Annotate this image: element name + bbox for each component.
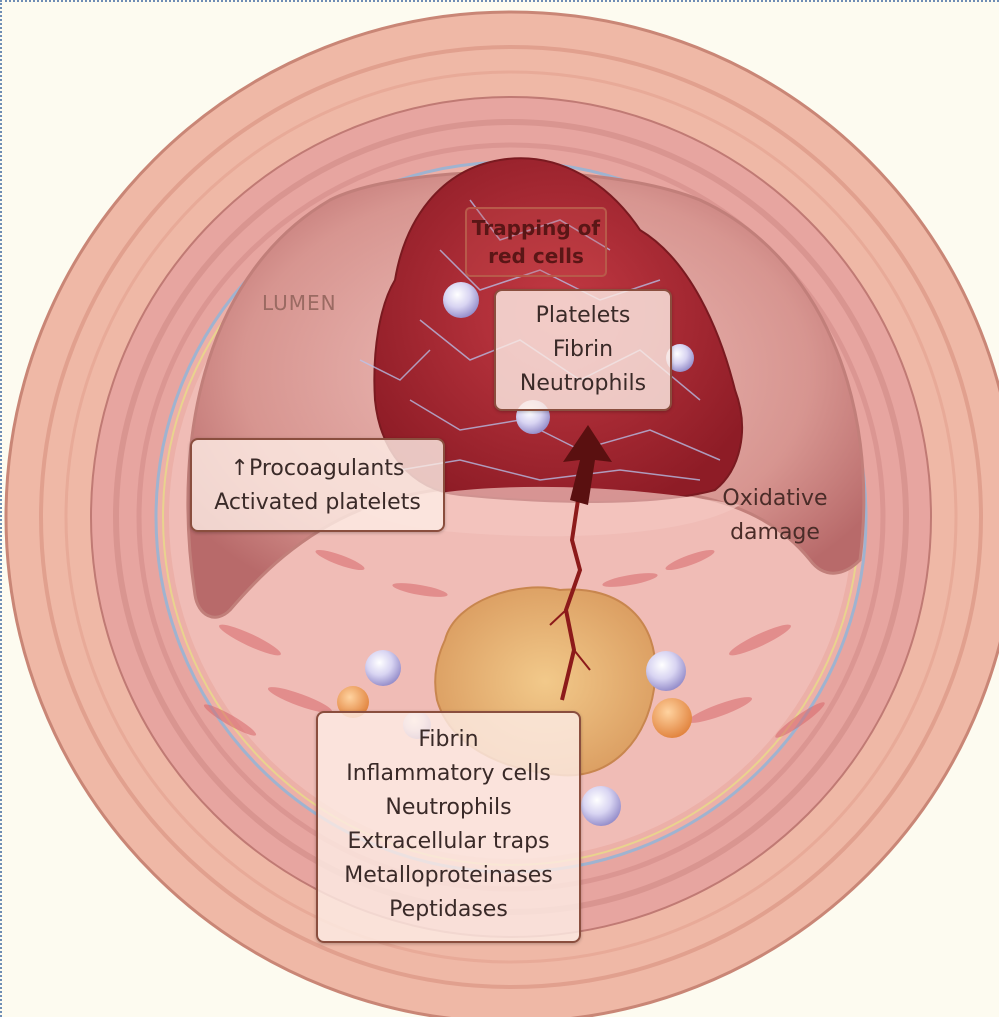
- plaque-components-box: Fibrin Inflammatory cells Neutrophils Ex…: [316, 711, 581, 943]
- thrombus-item-platelets: Platelets: [496, 299, 670, 333]
- trapping-red-cells-label: Trapping of red cells: [465, 207, 607, 277]
- plaque-item-fibrin: Fibrin: [318, 723, 579, 757]
- thrombus-item-fibrin: Fibrin: [496, 333, 670, 367]
- oxidative-line-1: Oxidative: [710, 482, 840, 516]
- plaque-item-peptidases: Peptidases: [318, 893, 579, 927]
- procoagulant-line-1: ↑Procoagulants: [192, 452, 443, 486]
- trapping-line-1: Trapping of: [467, 214, 605, 242]
- trapping-line-2: red cells: [467, 242, 605, 270]
- lumen-label: LUMEN: [262, 291, 337, 315]
- thrombus-components-box: Platelets Fibrin Neutrophils: [494, 289, 672, 411]
- procoagulant-box: ↑Procoagulants Activated platelets: [190, 438, 445, 532]
- plaque-item-extracellular-traps: Extracellular traps: [318, 825, 579, 859]
- procoagulant-line-2: Activated platelets: [192, 486, 443, 520]
- thrombus-item-neutrophils: Neutrophils: [496, 367, 670, 401]
- oxidative-line-2: damage: [710, 516, 840, 550]
- plaque-item-inflammatory-cells: Inflammatory cells: [318, 757, 579, 791]
- oxidative-damage-label: Oxidative damage: [710, 482, 840, 550]
- plaque-item-metalloproteinases: Metalloproteinases: [318, 859, 579, 893]
- plaque-item-neutrophils: Neutrophils: [318, 791, 579, 825]
